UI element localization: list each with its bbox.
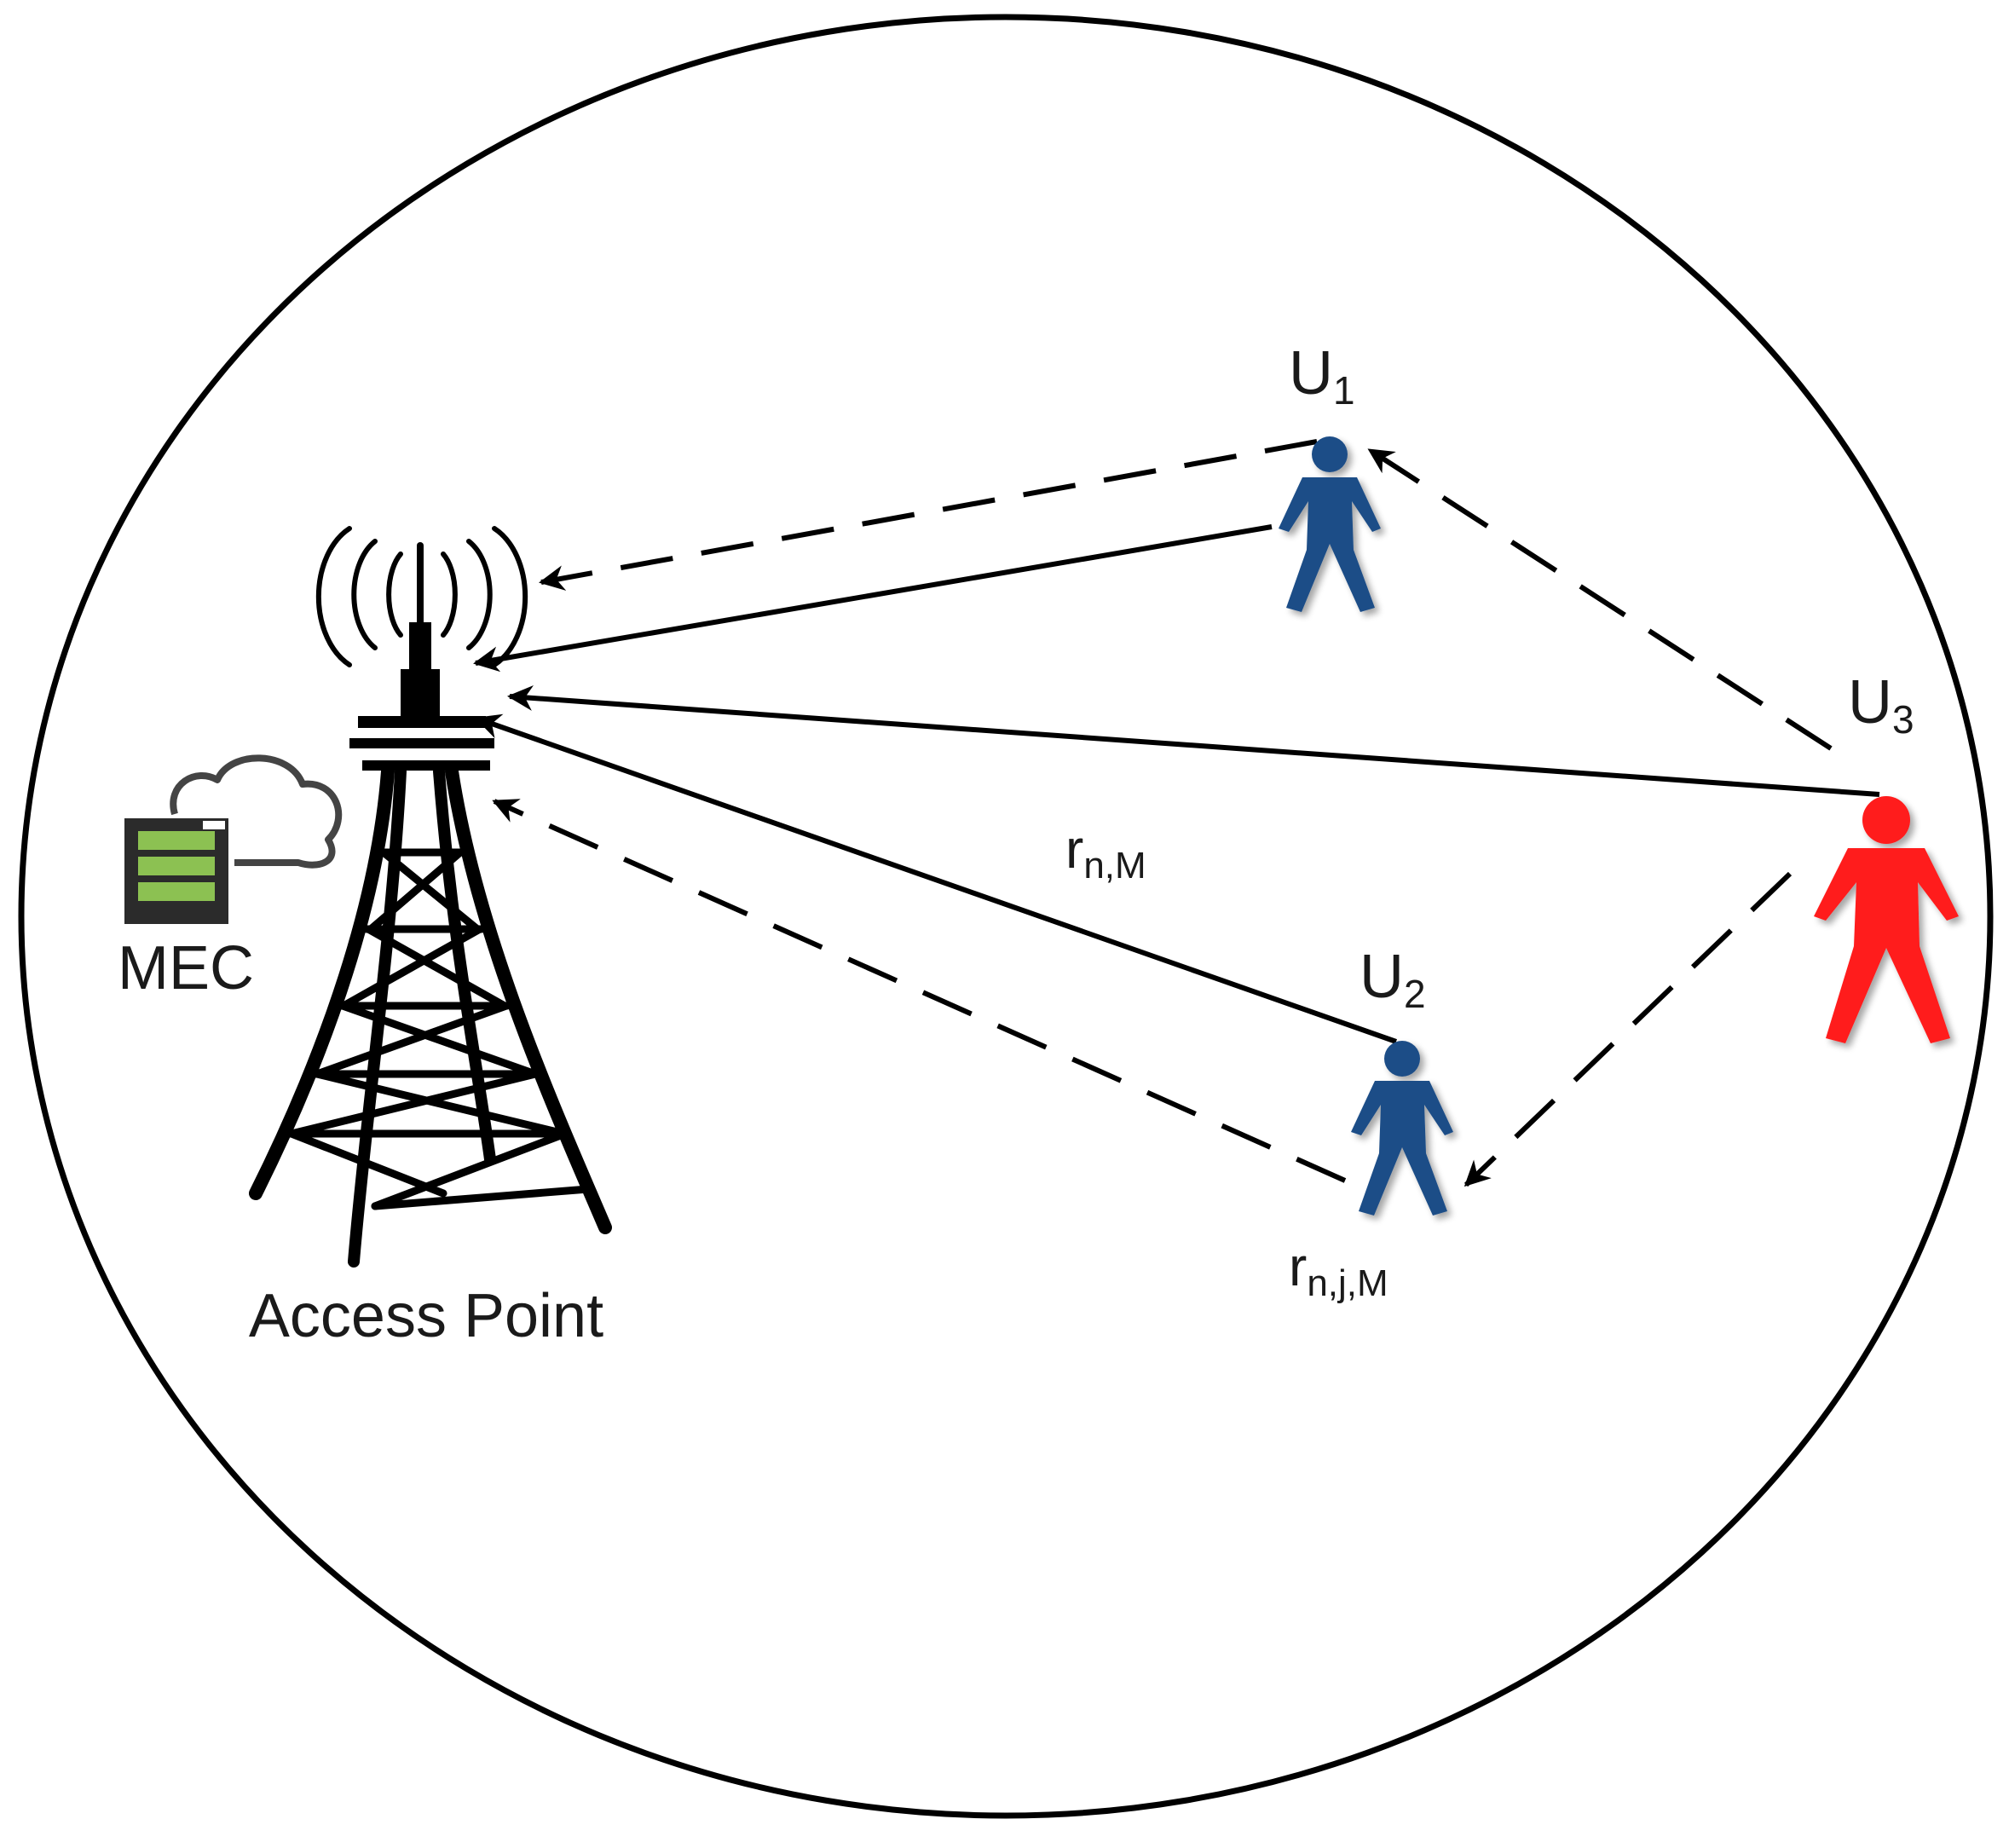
user-u1-person-icon (1279, 436, 1381, 612)
link-u3-u2-dashed (1463, 871, 1793, 1187)
rate-direct-label: rn,M (1065, 818, 1146, 886)
u2-label: U2 (1360, 943, 1426, 1016)
link-u1-ap-solid (473, 524, 1273, 673)
user-u3-person-icon (1814, 796, 1959, 1043)
u1-label: U1 (1289, 339, 1355, 413)
u3-label: U3 (1848, 668, 1914, 742)
link-u3-ap-solid (507, 684, 1880, 797)
mec-label: MEC (118, 934, 254, 1002)
link-u2-ap-solid (475, 713, 1397, 1044)
link-u2-ap-dashed (492, 799, 1347, 1183)
rate-relay-label: rn,j,M (1289, 1236, 1388, 1304)
transmission-tower-icon (249, 526, 612, 1268)
server-cloud-icon (124, 754, 343, 924)
link-u3-u1-dashed (1367, 448, 1833, 751)
coverage-area-circle (18, 14, 1994, 1819)
access-point-label: Access Point (249, 1282, 603, 1350)
links (473, 439, 1880, 1187)
user-u2-person-icon (1351, 1041, 1453, 1216)
link-u1-ap-dashed (539, 439, 1318, 591)
radio-waves-icon (315, 526, 528, 667)
